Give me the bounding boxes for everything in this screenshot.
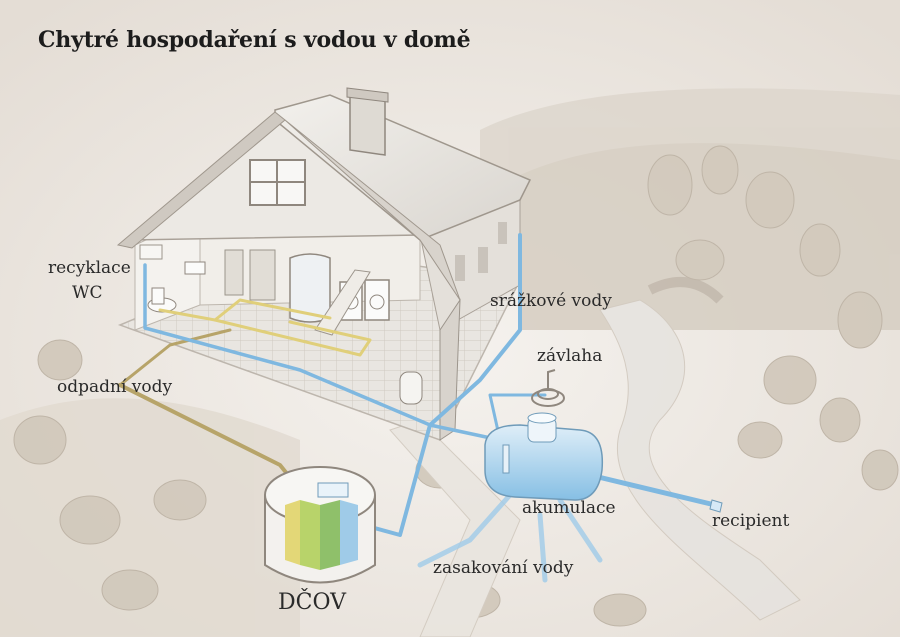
wwtp-tank — [264, 466, 376, 584]
label-accumulation: akumulace — [522, 498, 616, 518]
label-recycle-wc-line1: recyklace — [48, 258, 131, 278]
landscape — [0, 88, 900, 637]
label-wwtp: DČOV — [278, 590, 347, 615]
label-waste-water: odpadní vody — [57, 377, 173, 397]
irrigation-hose — [531, 369, 565, 407]
recipient-outlet — [709, 499, 723, 513]
accumulation-tank — [484, 412, 604, 501]
label-recipient: recipient — [712, 511, 790, 531]
label-infiltration: zasakování vody — [433, 558, 574, 578]
label-rain-water: srážkové vody — [490, 291, 612, 311]
label-recycle-wc-line2: WC — [72, 283, 103, 303]
label-irrigation: závlaha — [537, 346, 603, 366]
page-title: Chytré hospodaření s vodou v domě — [38, 27, 471, 53]
